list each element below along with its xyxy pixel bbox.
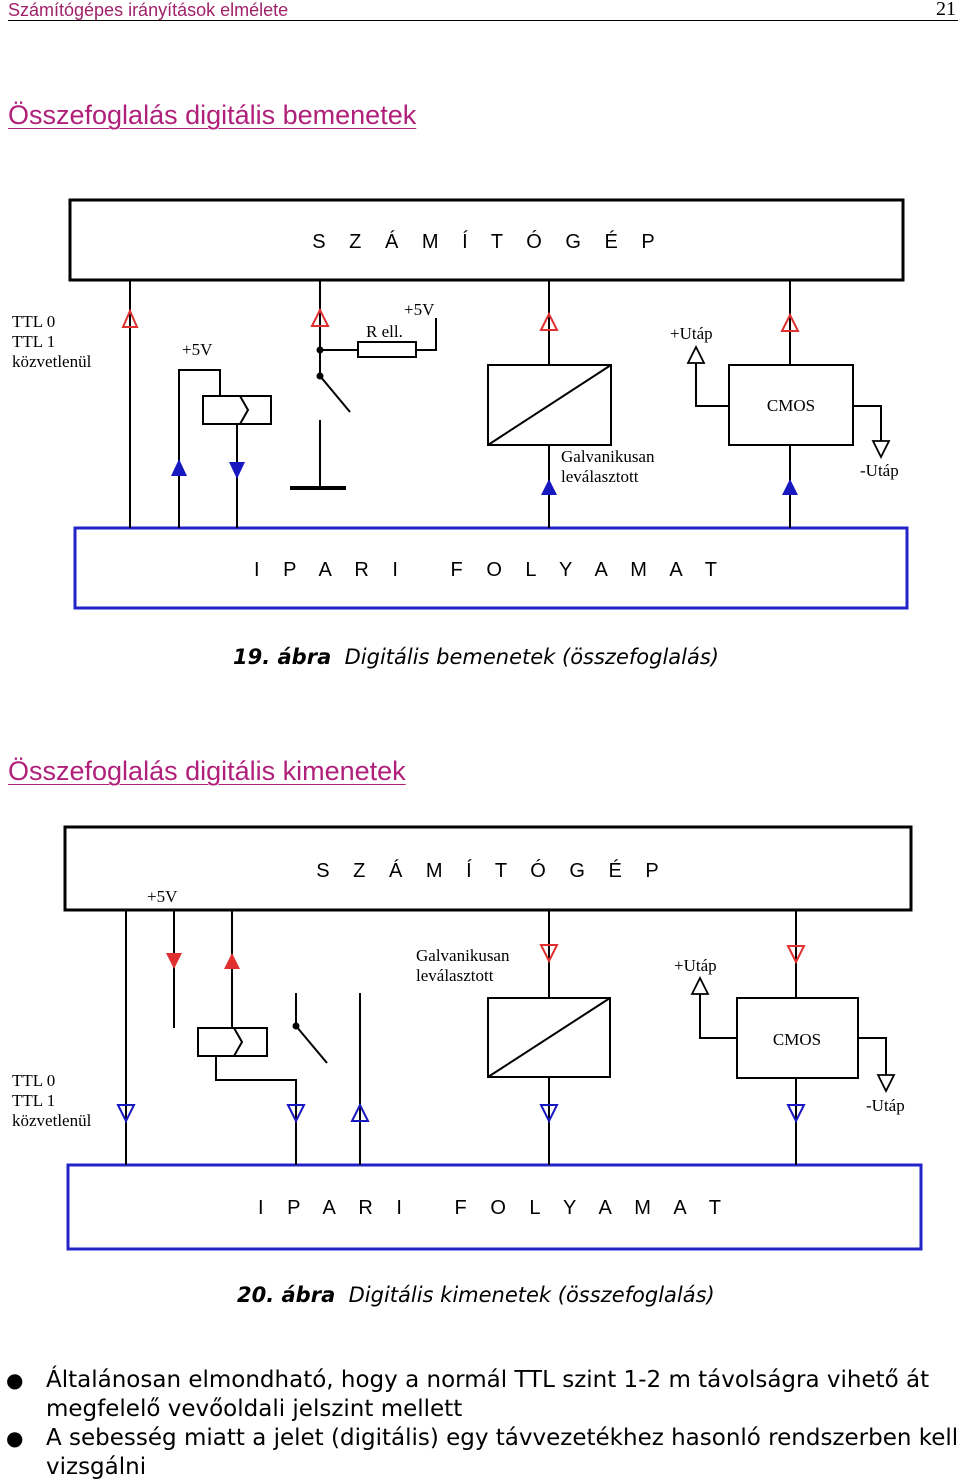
cmos-ground-wire	[853, 405, 882, 441]
process-label: I P A R I F O L Y A M A T	[254, 559, 726, 581]
figure-19-digital-inputs-diagram: S Z Á M Í T Ó G É P I P A R I F O L Y A …	[12, 198, 909, 610]
switch-blade	[295, 1025, 328, 1064]
cmos-label: CMOS	[767, 396, 815, 415]
plus5v-label: +5V	[404, 300, 435, 319]
triangle-marker-blue	[171, 459, 187, 476]
cmos-supply-wire	[695, 363, 729, 407]
figure-20-digital-outputs-diagram: S Z Á M Í T Ó G É P +5V I P A R I F O L …	[12, 825, 923, 1251]
triangle-marker-blue	[116, 1104, 136, 1124]
bullet-text: Általánosan elmondható, hogy a normál TT…	[46, 1367, 930, 1422]
section-heading-outputs: Összefoglalás digitális kimenetek	[8, 756, 406, 786]
computer-box	[63, 825, 913, 912]
opto-arrow	[233, 1027, 244, 1057]
section-heading-inputs: Összefoglalás digitális bemenetek	[8, 100, 417, 130]
figure-19-caption: 19. ábra Digitális bemenetek (összefogla…	[233, 645, 719, 669]
supply-triangle	[690, 975, 710, 995]
caption-text: Digitális kimenetek (összefoglalás)	[348, 1283, 715, 1307]
caption-number: 20. ábra	[237, 1283, 336, 1307]
galv-label: Galvanikusan leválasztott	[561, 447, 659, 486]
plus5v-label: +5V	[147, 887, 178, 906]
triangle-marker-red	[121, 308, 139, 328]
ttl-labels: TTL 0 TTL 1 közvetlenül	[12, 312, 92, 371]
opto-wire-left	[178, 369, 221, 528]
page-number: 21	[936, 0, 956, 20]
utap-plus-label: +Utáp	[670, 324, 713, 343]
computer-label: S Z Á M Í T Ó G É P	[312, 230, 663, 253]
bullet-icon: ●	[6, 1426, 24, 1450]
process-label: I P A R I F O L Y A M A T	[258, 1197, 730, 1219]
plus5v-label: +5V	[182, 340, 213, 359]
pullup-resistor	[357, 341, 417, 358]
triangle-marker-red	[780, 312, 800, 332]
bullet-list: ● Általánosan elmondható, hogy a normál …	[0, 1366, 960, 1482]
triangle-marker-blue	[350, 1102, 370, 1122]
cmos-ground-wire	[858, 1037, 887, 1075]
triangle-marker-blue	[782, 479, 798, 495]
triangle-marker-blue	[229, 462, 245, 479]
caption-number: 19. ábra	[233, 645, 332, 669]
triangle-marker-blue	[539, 1104, 559, 1124]
figure-20-caption: 20. ábra Digitális kimenetek (összefogla…	[237, 1283, 715, 1307]
isolator-diagonal	[487, 997, 611, 1078]
ttl-labels: TTL 0 TTL 1 közvetlenül	[12, 1071, 92, 1130]
triangle-marker-blue	[786, 1104, 806, 1124]
triangle-marker-red	[539, 311, 559, 331]
list-item: ● Általánosan elmondható, hogy a normál …	[0, 1366, 960, 1424]
galv-label: Galvanikusan leválasztott	[416, 946, 514, 985]
ground-triangle	[871, 440, 891, 460]
cmos-label: CMOS	[773, 1030, 821, 1049]
cmos-supply-wire	[699, 994, 737, 1039]
list-item: ● A sebesség miatt a jelet (digitális) e…	[0, 1424, 960, 1482]
opto-out-wire	[215, 1056, 297, 1165]
ground-triangle	[876, 1074, 896, 1094]
running-header: Számítógépes irányítások elmélete 21	[8, 0, 958, 21]
optocoupler-box	[197, 1027, 268, 1057]
computer-label: S Z Á M Í T Ó G É P	[316, 859, 667, 882]
optocoupler-box	[202, 395, 272, 425]
isolator-diagonal	[487, 364, 612, 446]
bullet-text: A sebesség miatt a jelet (digitális) egy…	[46, 1425, 959, 1480]
triangle-marker-red	[310, 307, 330, 327]
supply-triangle	[686, 344, 706, 364]
bullet-icon: ●	[6, 1368, 24, 1392]
triangle-marker-blue	[541, 479, 557, 495]
switch-blade	[319, 375, 351, 413]
triangle-marker-red	[166, 953, 182, 969]
computer-box	[68, 198, 905, 282]
process-box	[66, 1163, 923, 1251]
opto-arrow	[239, 395, 250, 425]
pullup-supply-wire	[416, 318, 437, 351]
utap-minus-label: -Utáp	[860, 461, 899, 480]
utap-plus-label: +Utáp	[674, 956, 717, 975]
triangle-marker-red	[539, 944, 559, 964]
header-title: Számítógépes irányítások elmélete	[8, 0, 289, 20]
rell-label: R ell.	[366, 322, 403, 341]
caption-text: Digitális bemenetek (összefoglalás)	[344, 645, 719, 669]
triangle-marker-red	[786, 945, 806, 965]
triangle-marker-red	[224, 953, 240, 969]
triangle-marker-blue	[286, 1104, 306, 1124]
process-box	[73, 526, 909, 610]
utap-minus-label: -Utáp	[866, 1096, 905, 1115]
